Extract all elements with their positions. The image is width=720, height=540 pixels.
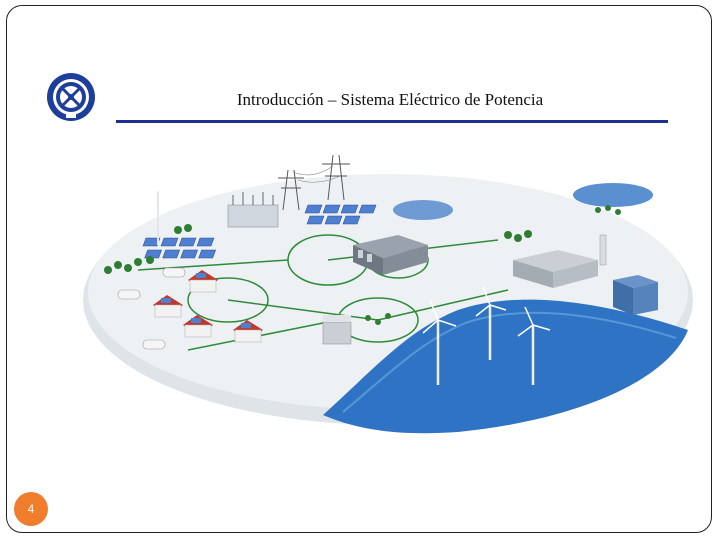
trees (104, 205, 621, 325)
substation (227, 192, 279, 228)
water-area (323, 299, 688, 434)
industrial-plant (513, 234, 607, 288)
solar-field-top (304, 204, 377, 225)
lake (573, 183, 653, 207)
wind-turbine-offshore-2 (475, 286, 507, 360)
electric-cars (117, 267, 186, 350)
page-number-badge: 4 (14, 492, 48, 526)
houses (153, 270, 263, 343)
smart-grid-illustration (83, 154, 693, 434)
slide-title: Introducción – Sistema Eléctrico de Pote… (236, 90, 544, 109)
wind-turbines (145, 169, 551, 385)
wind-turbine-onshore (145, 169, 174, 245)
wind-turbine-offshore-1 (422, 299, 457, 385)
solar-field-left (142, 237, 217, 259)
control-center (353, 235, 428, 275)
wind-turbine-offshore-3 (517, 306, 551, 385)
university-seal-icon (47, 73, 95, 121)
title-underline (116, 120, 668, 123)
transmission-towers (278, 154, 350, 211)
office-building (613, 275, 658, 315)
apartment-building (322, 315, 352, 345)
